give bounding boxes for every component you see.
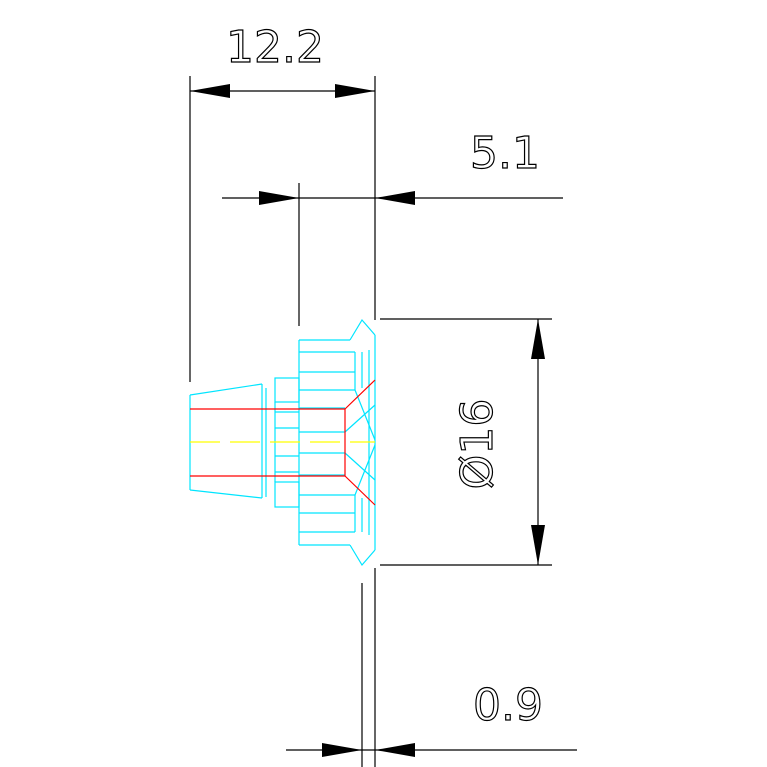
dimension-diameter xyxy=(380,318,552,566)
bore-chamfer-top xyxy=(344,379,376,410)
cone-diag xyxy=(354,389,376,441)
nose-taper-bottom xyxy=(189,489,263,499)
dimension-label-flange-length: 5.1 xyxy=(470,128,540,179)
bore-outline xyxy=(190,379,376,506)
bore-chamfer-bottom xyxy=(344,475,376,506)
nose-taper-top xyxy=(189,383,263,396)
arrowhead-right xyxy=(375,191,415,205)
cone-bottom xyxy=(349,544,376,567)
dimension-tip-thickness xyxy=(286,568,577,767)
cone-top xyxy=(349,318,376,341)
arrowhead-left xyxy=(190,84,230,98)
arrowhead-bottom xyxy=(531,525,545,565)
cone-diag xyxy=(344,404,376,433)
arrowhead-right xyxy=(375,743,415,757)
arrowhead-left xyxy=(259,191,299,205)
dimension-flange-length xyxy=(222,183,563,326)
arrowhead-left xyxy=(322,743,362,757)
cone-diag xyxy=(344,452,376,481)
dimension-label-tip-thickness: 0.9 xyxy=(473,680,543,731)
dimension-label-overall-length: 12.2 xyxy=(226,22,324,73)
arrowhead-top xyxy=(531,319,545,359)
dimension-label-diameter: Ø16 xyxy=(452,399,503,490)
rib-bottom-outer xyxy=(274,481,300,508)
cone-diag xyxy=(354,444,376,496)
rib-top-outer xyxy=(274,377,300,403)
dimension-overall-length xyxy=(189,76,376,382)
arrowhead-right xyxy=(335,84,375,98)
